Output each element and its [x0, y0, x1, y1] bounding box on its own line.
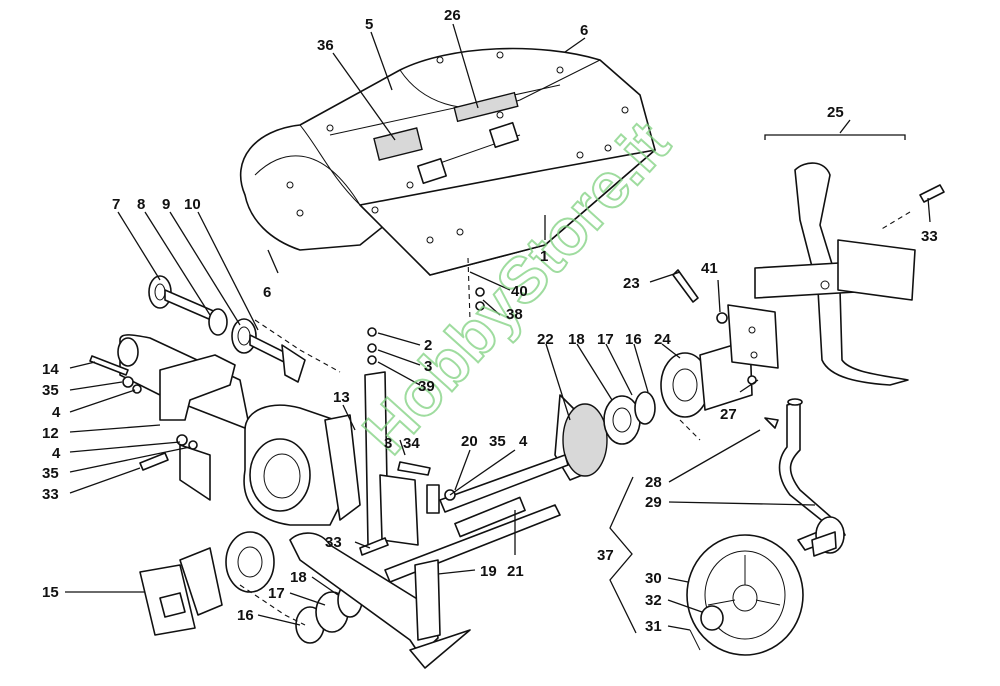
wheel-assembly — [686, 398, 846, 656]
label-14: 14 — [42, 361, 59, 378]
label-13: 13 — [333, 389, 350, 406]
label-27: 27 — [720, 406, 737, 423]
label-15: 15 — [42, 584, 59, 601]
label-3-mid: 3 — [384, 435, 392, 452]
label-17-top: 17 — [597, 331, 614, 348]
callout-labels: 36 5 26 6 6 1 7 8 9 10 40 38 25 33 23 41… — [42, 7, 938, 635]
assembly-guides — [239, 211, 911, 626]
label-37: 37 — [597, 547, 614, 564]
label-33-left: 33 — [42, 486, 59, 503]
label-26: 26 — [444, 7, 461, 24]
label-4-b: 4 — [52, 445, 61, 462]
hardware-bits — [89, 269, 779, 556]
label-3-top: 3 — [424, 358, 432, 375]
gearbox-housing — [117, 334, 361, 526]
label-30: 30 — [645, 570, 662, 587]
label-34: 34 — [403, 435, 420, 452]
label-40: 40 — [511, 283, 528, 300]
label-31: 31 — [645, 618, 662, 635]
side-bracket — [364, 371, 440, 546]
leader-lines — [65, 23, 931, 634]
label-4-a: 4 — [52, 404, 61, 421]
label-17-bottom: 17 — [268, 585, 285, 602]
label-25: 25 — [827, 104, 844, 121]
label-10: 10 — [184, 196, 201, 213]
label-35-a: 35 — [42, 382, 59, 399]
label-6-top: 6 — [580, 22, 588, 39]
label-16-top: 16 — [625, 331, 642, 348]
label-21: 21 — [507, 563, 524, 580]
label-35-c: 35 — [489, 433, 506, 450]
label-18-top: 18 — [568, 331, 585, 348]
label-23: 23 — [623, 275, 640, 292]
tines-group — [754, 119, 945, 386]
label-24: 24 — [654, 331, 671, 348]
label-12: 12 — [42, 425, 59, 442]
lower-left-hub — [139, 531, 363, 644]
label-41: 41 — [701, 260, 718, 277]
label-39: 39 — [418, 378, 435, 395]
label-33-right: 33 — [921, 228, 938, 245]
label-19: 19 — [480, 563, 497, 580]
label-32: 32 — [645, 592, 662, 609]
drag-bar — [289, 532, 471, 669]
right-bearing-flange — [603, 304, 779, 445]
label-8: 8 — [137, 196, 145, 213]
label-33-bottom: 33 — [325, 534, 342, 551]
label-20: 20 — [461, 433, 478, 450]
input-shaft-assembly — [148, 275, 306, 383]
label-28: 28 — [645, 474, 662, 491]
label-9: 9 — [162, 196, 170, 213]
label-5: 5 — [365, 16, 373, 33]
label-18-bottom: 18 — [290, 569, 307, 586]
label-29: 29 — [645, 494, 662, 511]
label-35-b: 35 — [42, 465, 59, 482]
label-22: 22 — [537, 331, 554, 348]
label-4-c: 4 — [519, 433, 528, 450]
tiller-hood — [239, 47, 656, 276]
label-1: 1 — [540, 248, 548, 265]
label-38: 38 — [506, 306, 523, 323]
label-2: 2 — [424, 337, 432, 354]
label-36: 36 — [317, 37, 334, 54]
label-7: 7 — [112, 196, 120, 213]
label-16-bottom: 16 — [237, 607, 254, 624]
label-6-left: 6 — [263, 284, 271, 301]
